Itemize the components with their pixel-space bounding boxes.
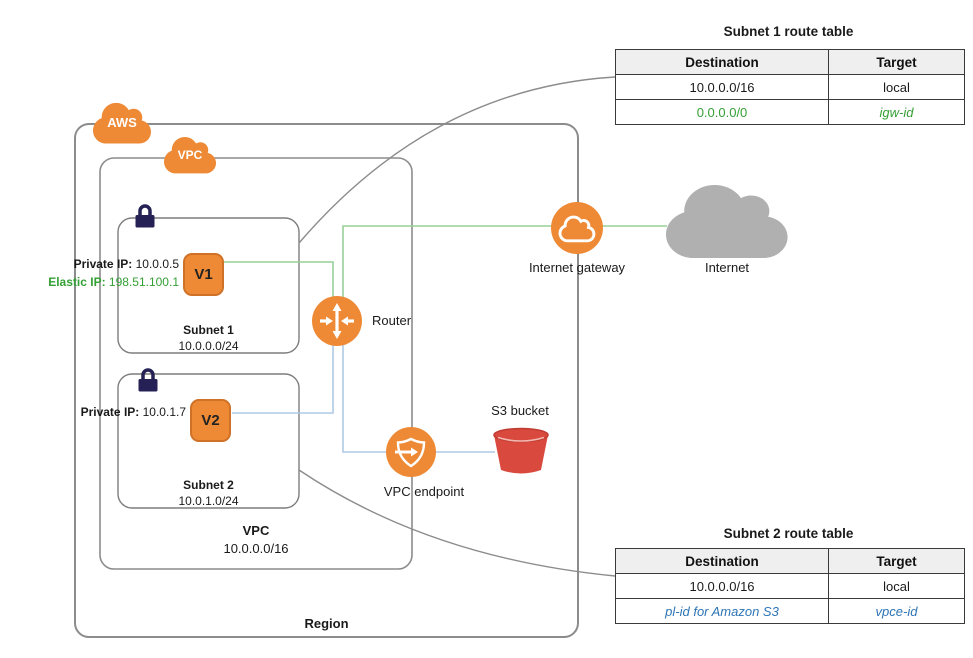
rt1-header-target: Target xyxy=(828,49,965,75)
route-table-1: Destination Target 10.0.0.0/16 local 0.0… xyxy=(615,49,965,125)
region-label: Region xyxy=(304,616,349,631)
table-row: 0.0.0.0/0 igw-id xyxy=(615,99,965,125)
v2-to-router-line xyxy=(232,345,334,414)
subnet2-box xyxy=(117,373,300,509)
router-icon xyxy=(312,296,362,346)
subnet2-route-table-connector xyxy=(298,469,616,577)
vpc-endpoint-label: VPC endpoint xyxy=(383,484,465,499)
subnet1-route-table-connector xyxy=(298,76,616,244)
table-row: 10.0.0.0/16 local xyxy=(615,573,965,599)
v2-private-ip: Private IP: 10.0.1.7 xyxy=(80,405,186,419)
rt1-row2-destination: 0.0.0.0/0 xyxy=(615,99,829,125)
route-table-2-title: Subnet 2 route table xyxy=(723,526,854,541)
vpc-logo-label: VPC xyxy=(177,148,203,162)
instance-v2: V2 xyxy=(190,399,231,442)
subnet1-cidr: 10.0.0.0/24 xyxy=(178,339,239,353)
subnet1-lock-icon xyxy=(135,204,155,228)
s3-bucket-icon xyxy=(493,427,549,474)
instance-v2-label: V2 xyxy=(201,412,220,429)
rt1-row2-target: igw-id xyxy=(828,99,965,125)
rt2-header-destination: Destination xyxy=(615,548,829,574)
route-table-2: Destination Target 10.0.0.0/16 local pl-… xyxy=(615,548,965,624)
internet-gateway-label: Internet gateway xyxy=(528,260,626,275)
subnet2-cidr: 10.0.1.0/24 xyxy=(178,494,239,508)
rt1-header-destination: Destination xyxy=(615,49,829,75)
table-row: 10.0.0.0/16 local xyxy=(615,74,965,100)
s3-bucket-label: S3 bucket xyxy=(491,403,549,418)
rt2-row1-destination: 10.0.0.0/16 xyxy=(615,573,829,599)
rt2-row1-target: local xyxy=(828,573,965,599)
region-box xyxy=(74,123,579,638)
instance-v1: V1 xyxy=(183,253,224,296)
subnet2-name: Subnet 2 xyxy=(183,478,234,492)
rt2-header-target: Target xyxy=(828,548,965,574)
vpc-name: VPC xyxy=(242,523,270,538)
internet-cloud-icon xyxy=(666,185,788,259)
vpc-box xyxy=(99,157,413,570)
aws-logo-label: AWS xyxy=(107,115,137,130)
table-row: pl-id for Amazon S3 vpce-id xyxy=(615,598,965,624)
vpc-endpoint-icon xyxy=(386,427,436,477)
v1-elastic-ip: Elastic IP: 198.51.100.1 xyxy=(48,275,179,289)
internet-gateway-icon xyxy=(551,202,603,254)
subnet1-box xyxy=(117,217,300,354)
router-label: Router xyxy=(372,313,412,328)
rt1-row1-destination: 10.0.0.0/16 xyxy=(615,74,829,100)
v1-to-router-line xyxy=(224,261,334,298)
instance-v1-label: V1 xyxy=(194,266,213,283)
rt1-row1-target: local xyxy=(828,74,965,100)
subnet2-lock-icon xyxy=(138,368,158,392)
internet-label: Internet xyxy=(704,260,750,275)
route-table-1-title: Subnet 1 route table xyxy=(723,24,854,39)
rt2-row2-target: vpce-id xyxy=(828,598,965,624)
rt2-row2-destination: pl-id for Amazon S3 xyxy=(615,598,829,624)
vpc-cidr: 10.0.0.0/16 xyxy=(223,541,289,556)
subnet1-name: Subnet 1 xyxy=(183,323,234,337)
v1-private-ip: Private IP: 10.0.0.5 xyxy=(73,257,179,271)
router-to-s3-line xyxy=(342,345,495,453)
